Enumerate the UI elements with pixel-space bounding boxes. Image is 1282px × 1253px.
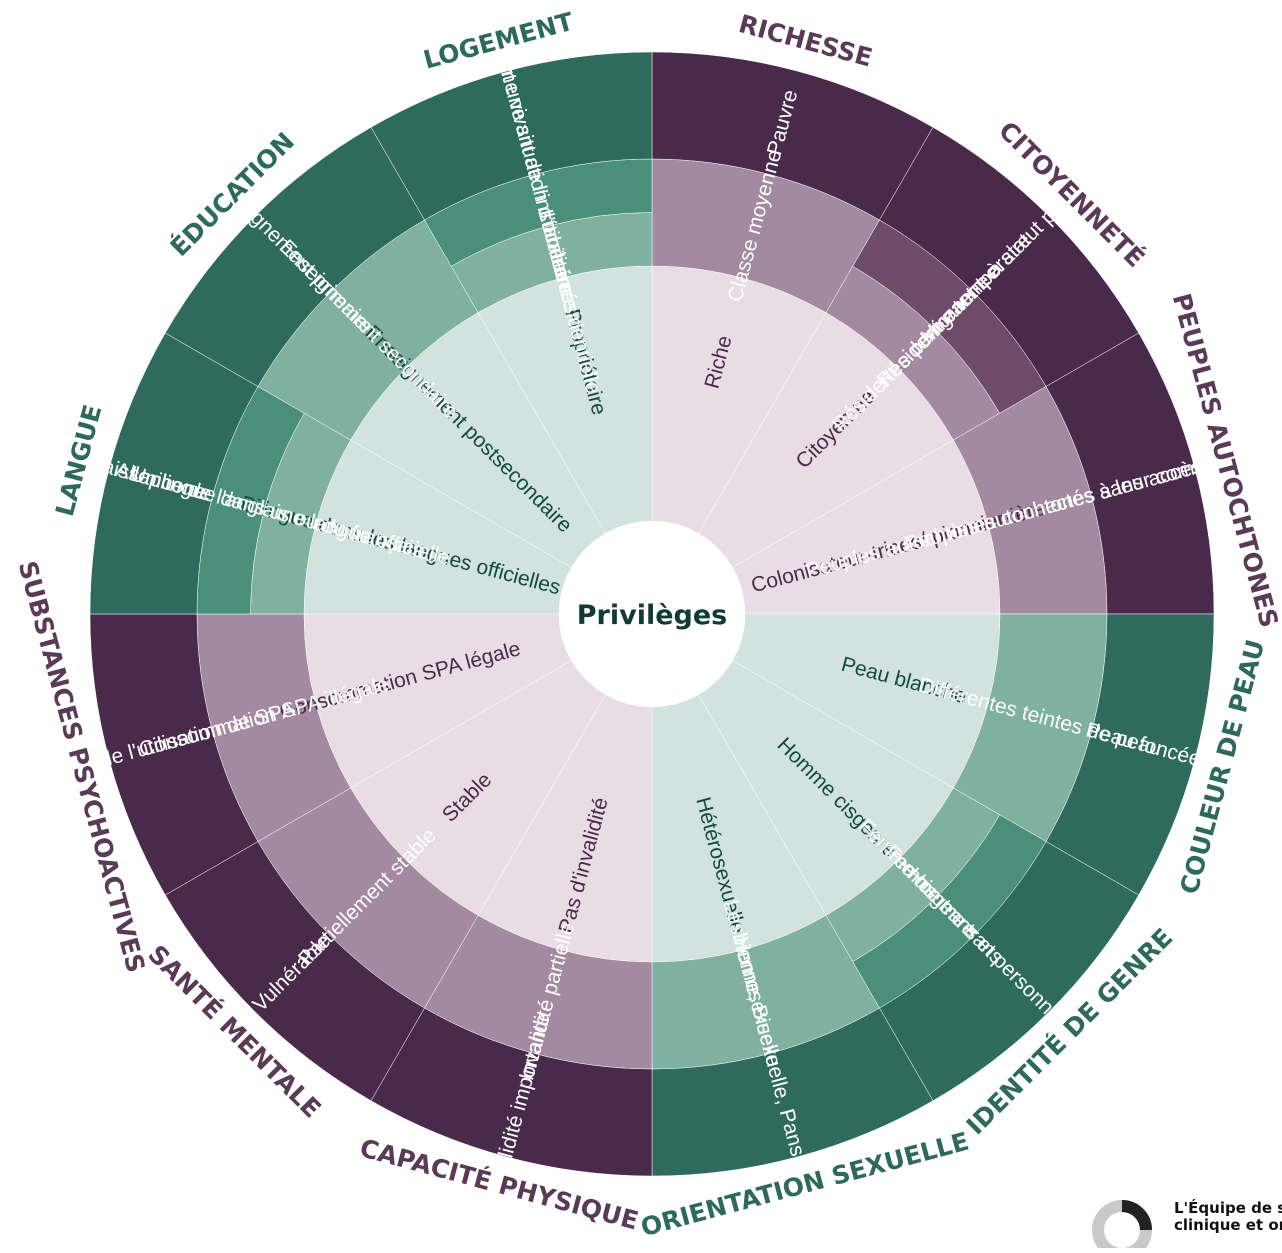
wheel-rings	[89, 51, 1215, 1177]
center-circle	[559, 521, 745, 707]
logo-ring-icon	[1092, 1200, 1152, 1253]
organization-logo: L'Équipe de s clinique et or	[1086, 1196, 1282, 1253]
logo-text-line1: L'Équipe de s	[1174, 1199, 1282, 1217]
logo-text-line2: clinique et or	[1174, 1216, 1282, 1234]
center-title: Privilèges	[577, 600, 728, 631]
logement-ring-3	[370, 51, 653, 221]
